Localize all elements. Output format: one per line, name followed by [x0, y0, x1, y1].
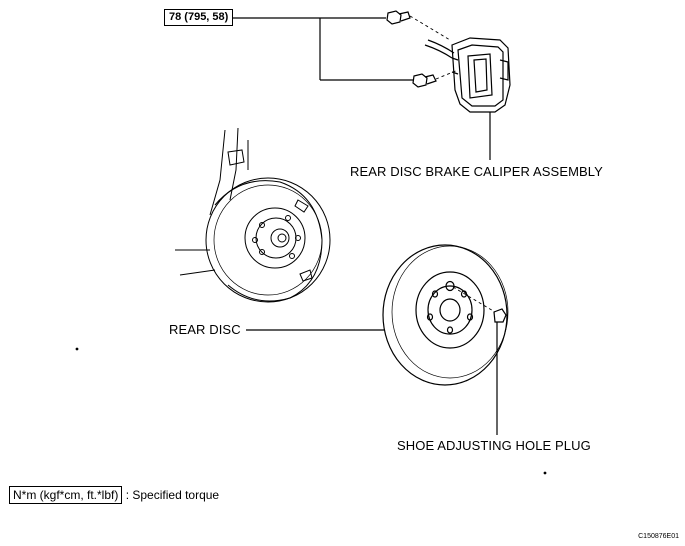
legend-description: : Specified torque — [125, 488, 220, 502]
caliper-assembly-drawing — [451, 37, 511, 160]
torque-leader-lines — [230, 17, 413, 81]
torque-spec-box: 78 (795, 58) — [164, 9, 234, 26]
stray-dot — [543, 471, 547, 475]
caliper-bolt-upper — [386, 10, 451, 41]
torque-legend: N*m (kgf*cm, ft.*lbf) : Specified torque — [9, 486, 220, 504]
caliper-bolt-lower — [412, 69, 459, 88]
hole-plug-drawing — [452, 286, 507, 435]
figure-code: C150876E01 — [638, 533, 679, 540]
legend-unit-box: N*m (kgf*cm, ft.*lbf) — [9, 486, 123, 504]
axle-hub-assembly — [175, 127, 331, 303]
brake-hose — [424, 39, 455, 59]
stray-dot — [75, 347, 79, 351]
rear-disc-label: REAR DISC — [169, 322, 241, 337]
rear-disc-drawing — [246, 244, 509, 386]
hole-plug-label: SHOE ADJUSTING HOLE PLUG — [397, 438, 591, 453]
caliper-assembly-label: REAR DISC BRAKE CALIPER ASSEMBLY — [350, 164, 603, 179]
